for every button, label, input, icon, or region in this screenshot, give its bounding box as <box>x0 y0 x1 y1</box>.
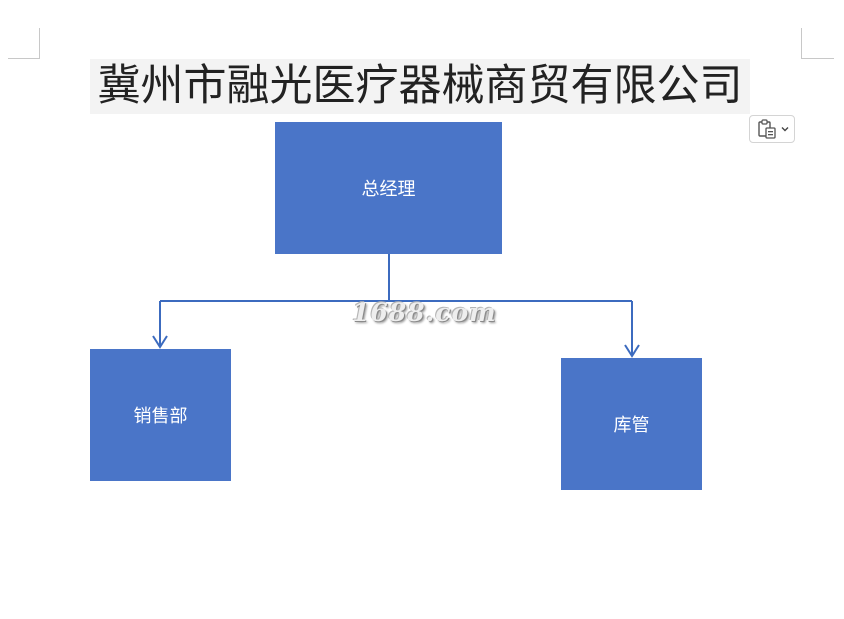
company-title: 冀州市融光医疗器械商贸有限公司 <box>90 59 750 114</box>
clipboard-icon <box>757 119 776 139</box>
node-sales-department-label: 销售部 <box>133 406 188 427</box>
watermark: 1688.com <box>352 298 497 327</box>
node-storage-label: 库管 <box>613 415 650 436</box>
node-general-manager-label: 总经理 <box>361 179 416 200</box>
arrowhead-sales <box>152 335 168 349</box>
page-corner-mark-top-right <box>801 28 834 59</box>
node-general-manager[interactable]: 总经理 <box>275 122 502 254</box>
chevron-down-icon <box>781 127 788 132</box>
node-storage[interactable]: 库管 <box>561 358 702 490</box>
node-sales-department[interactable]: 销售部 <box>90 349 231 481</box>
page-corner-mark-top-left <box>8 28 40 59</box>
arrowhead-storage <box>624 344 640 358</box>
paste-options-button[interactable] <box>749 115 795 143</box>
